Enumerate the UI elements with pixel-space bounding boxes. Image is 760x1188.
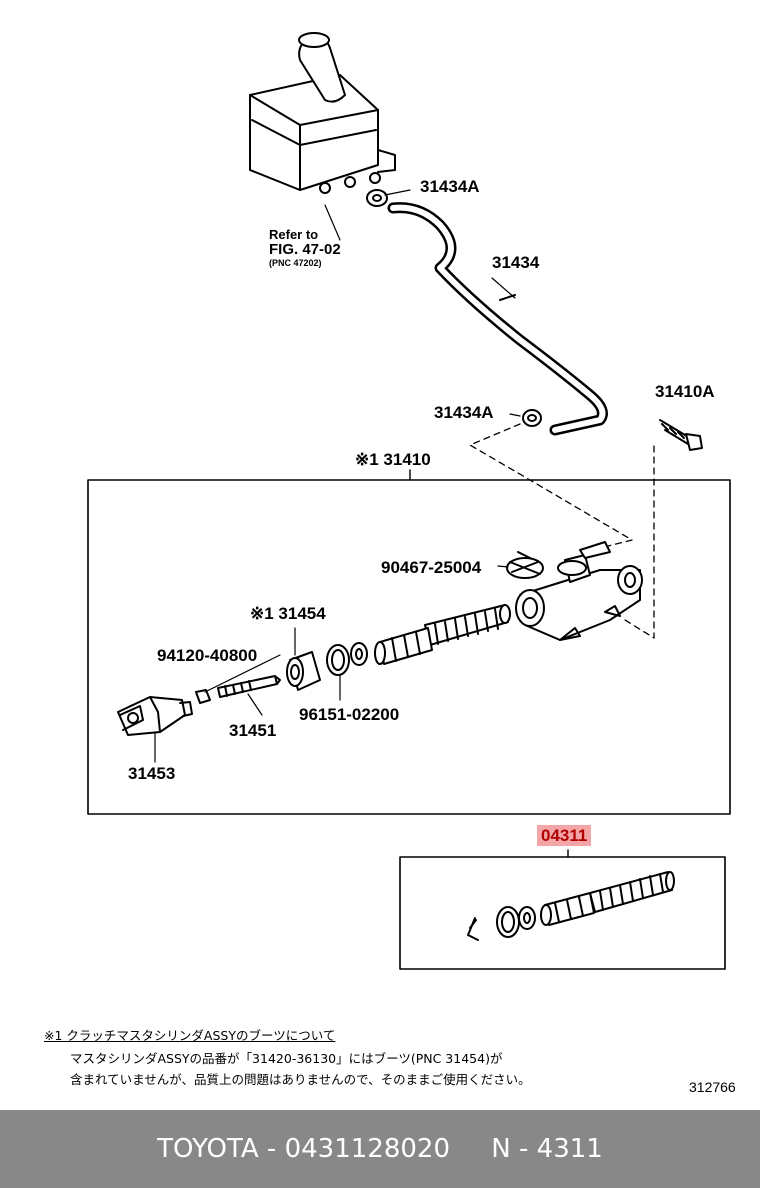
callout-04311[interactable]: 04311 xyxy=(537,825,592,846)
clamp-31434a-top-part xyxy=(366,189,388,207)
refer-to-label: Refer to xyxy=(269,227,319,242)
boot-31454 xyxy=(286,651,321,691)
callout-31434: 31434 xyxy=(492,253,540,272)
parts-diagram xyxy=(87,32,731,970)
callout-31410a: 31410A xyxy=(655,382,715,401)
reservoir-tank xyxy=(249,32,396,194)
callout-31434a-mid: 31434A xyxy=(434,403,494,422)
kit-washer xyxy=(518,906,536,930)
kit-box-04311 xyxy=(399,856,726,970)
callout-31453: 31453 xyxy=(128,764,176,783)
refer-to-pnc: (PNC 47202) xyxy=(269,258,322,268)
callout-94120-40800: 94120-40800 xyxy=(157,646,258,665)
footer-bar: TOYOTA - 0431128020 N - 4311 xyxy=(0,1110,760,1188)
kit-spring xyxy=(589,871,675,913)
snap-ring-96151 xyxy=(326,644,350,676)
push-rod-31451 xyxy=(217,675,281,698)
callout-31434a-top: 31434A xyxy=(420,177,480,196)
callout-31410: ※1 31410 xyxy=(355,450,431,469)
nut-94120 xyxy=(195,689,211,704)
kit-clip xyxy=(467,917,479,941)
clip-90467 xyxy=(506,551,544,579)
clamp-31434a-mid-part xyxy=(522,409,542,427)
master-cylinder-body xyxy=(515,541,643,641)
piston xyxy=(374,627,433,665)
note-heading: ※1 クラッチマスタシリンダASSYのブーツについて xyxy=(44,1028,336,1043)
piston-spring xyxy=(424,604,511,646)
assembly-box-31410 xyxy=(87,479,731,815)
clevis-31453 xyxy=(117,696,193,736)
kit-piston xyxy=(540,892,595,926)
bolt-31410a xyxy=(659,419,703,451)
diagram-code: 312766 xyxy=(689,1079,736,1095)
note-line-1: マスタシリンダASSYの品番が「31420-36130」にはブーツ(PNC 31… xyxy=(70,1051,503,1066)
callout-31454: ※1 31454 xyxy=(250,604,326,623)
callout-31451: 31451 xyxy=(229,721,277,740)
refer-to-fig[interactable]: FIG. 47-02 xyxy=(269,241,341,258)
note-line-2: 含まれていませんが、品質上の問題はありませんので、そのままご使用ください。 xyxy=(70,1072,531,1087)
footer-part-number: TOYOTA - 0431128020 N - 4311 xyxy=(157,1134,603,1164)
kit-snap-ring xyxy=(496,906,520,938)
callout-96151-02200: 96151-02200 xyxy=(299,705,400,724)
reservoir-hose xyxy=(387,202,608,436)
washer xyxy=(350,642,368,666)
callout-90467-25004: 90467-25004 xyxy=(381,558,482,577)
